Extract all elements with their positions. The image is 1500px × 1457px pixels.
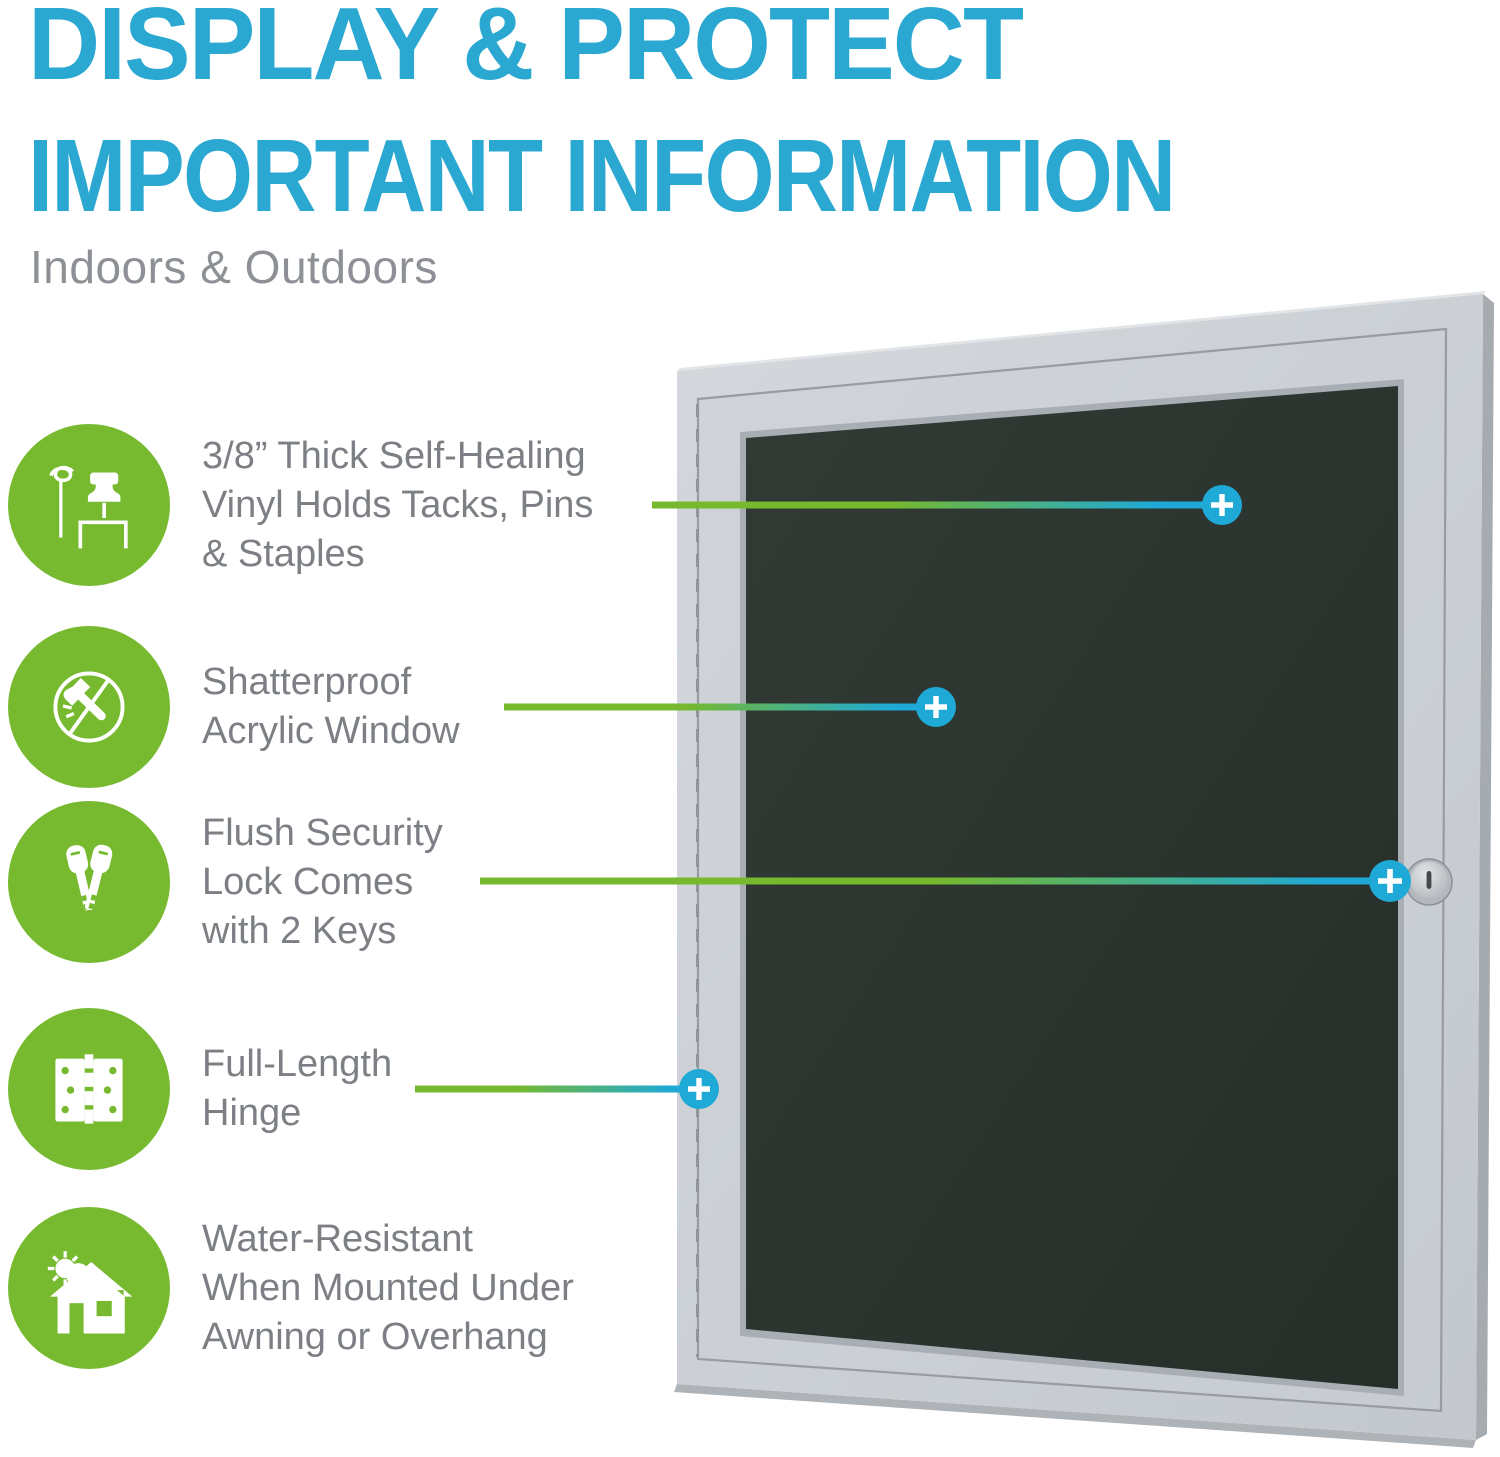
two-keys-icon <box>8 801 170 963</box>
page-title-line-2: IMPORTANT INFORMATION <box>28 118 1176 233</box>
shatterproof-hammer-icon <box>8 626 170 788</box>
callout-lines <box>415 501 1390 1093</box>
page-subtitle: Indoors & Outdoors <box>30 241 438 293</box>
feature-text: Shatterproof Acrylic Window <box>202 661 460 752</box>
door-hinge-icon <box>8 1008 170 1170</box>
feature-self-healing-vinyl: 3/8” Thick Self-Healing Vinyl Holds Tack… <box>8 424 593 586</box>
keyed-lock <box>1405 858 1453 906</box>
vinyl-surface <box>746 386 1398 1389</box>
house-sun-icon <box>8 1207 170 1369</box>
page-title-line-1: DISPLAY & PROTECT <box>28 0 1024 101</box>
plus-icon <box>679 1069 719 1109</box>
keyhole <box>1426 871 1432 889</box>
callout-markers <box>679 485 1411 1109</box>
feature-security-lock: Flush Security Lock Comes with 2 Keys <box>8 801 443 963</box>
feature-shatterproof: Shatterproof Acrylic Window <box>8 626 460 788</box>
feature-text: Full-Length Hinge <box>202 1043 393 1134</box>
push-pin-staple-icon <box>8 424 170 586</box>
feature-text: 3/8” Thick Self-Healing Vinyl Holds Tack… <box>202 434 594 575</box>
cabinet-frame <box>674 291 1494 1448</box>
feature-full-length-hinge: Full-Length Hinge <box>8 1008 392 1170</box>
feature-text: Flush Security Lock Comes with 2 Keys <box>202 811 443 952</box>
plus-icon <box>1202 485 1242 525</box>
plus-icon <box>1369 860 1411 902</box>
plus-icon <box>916 687 956 727</box>
feature-water-resistant: Water-Resistant When Mounted Under Awnin… <box>8 1207 574 1369</box>
feature-text: Water-Resistant When Mounted Under Awnin… <box>202 1217 574 1358</box>
